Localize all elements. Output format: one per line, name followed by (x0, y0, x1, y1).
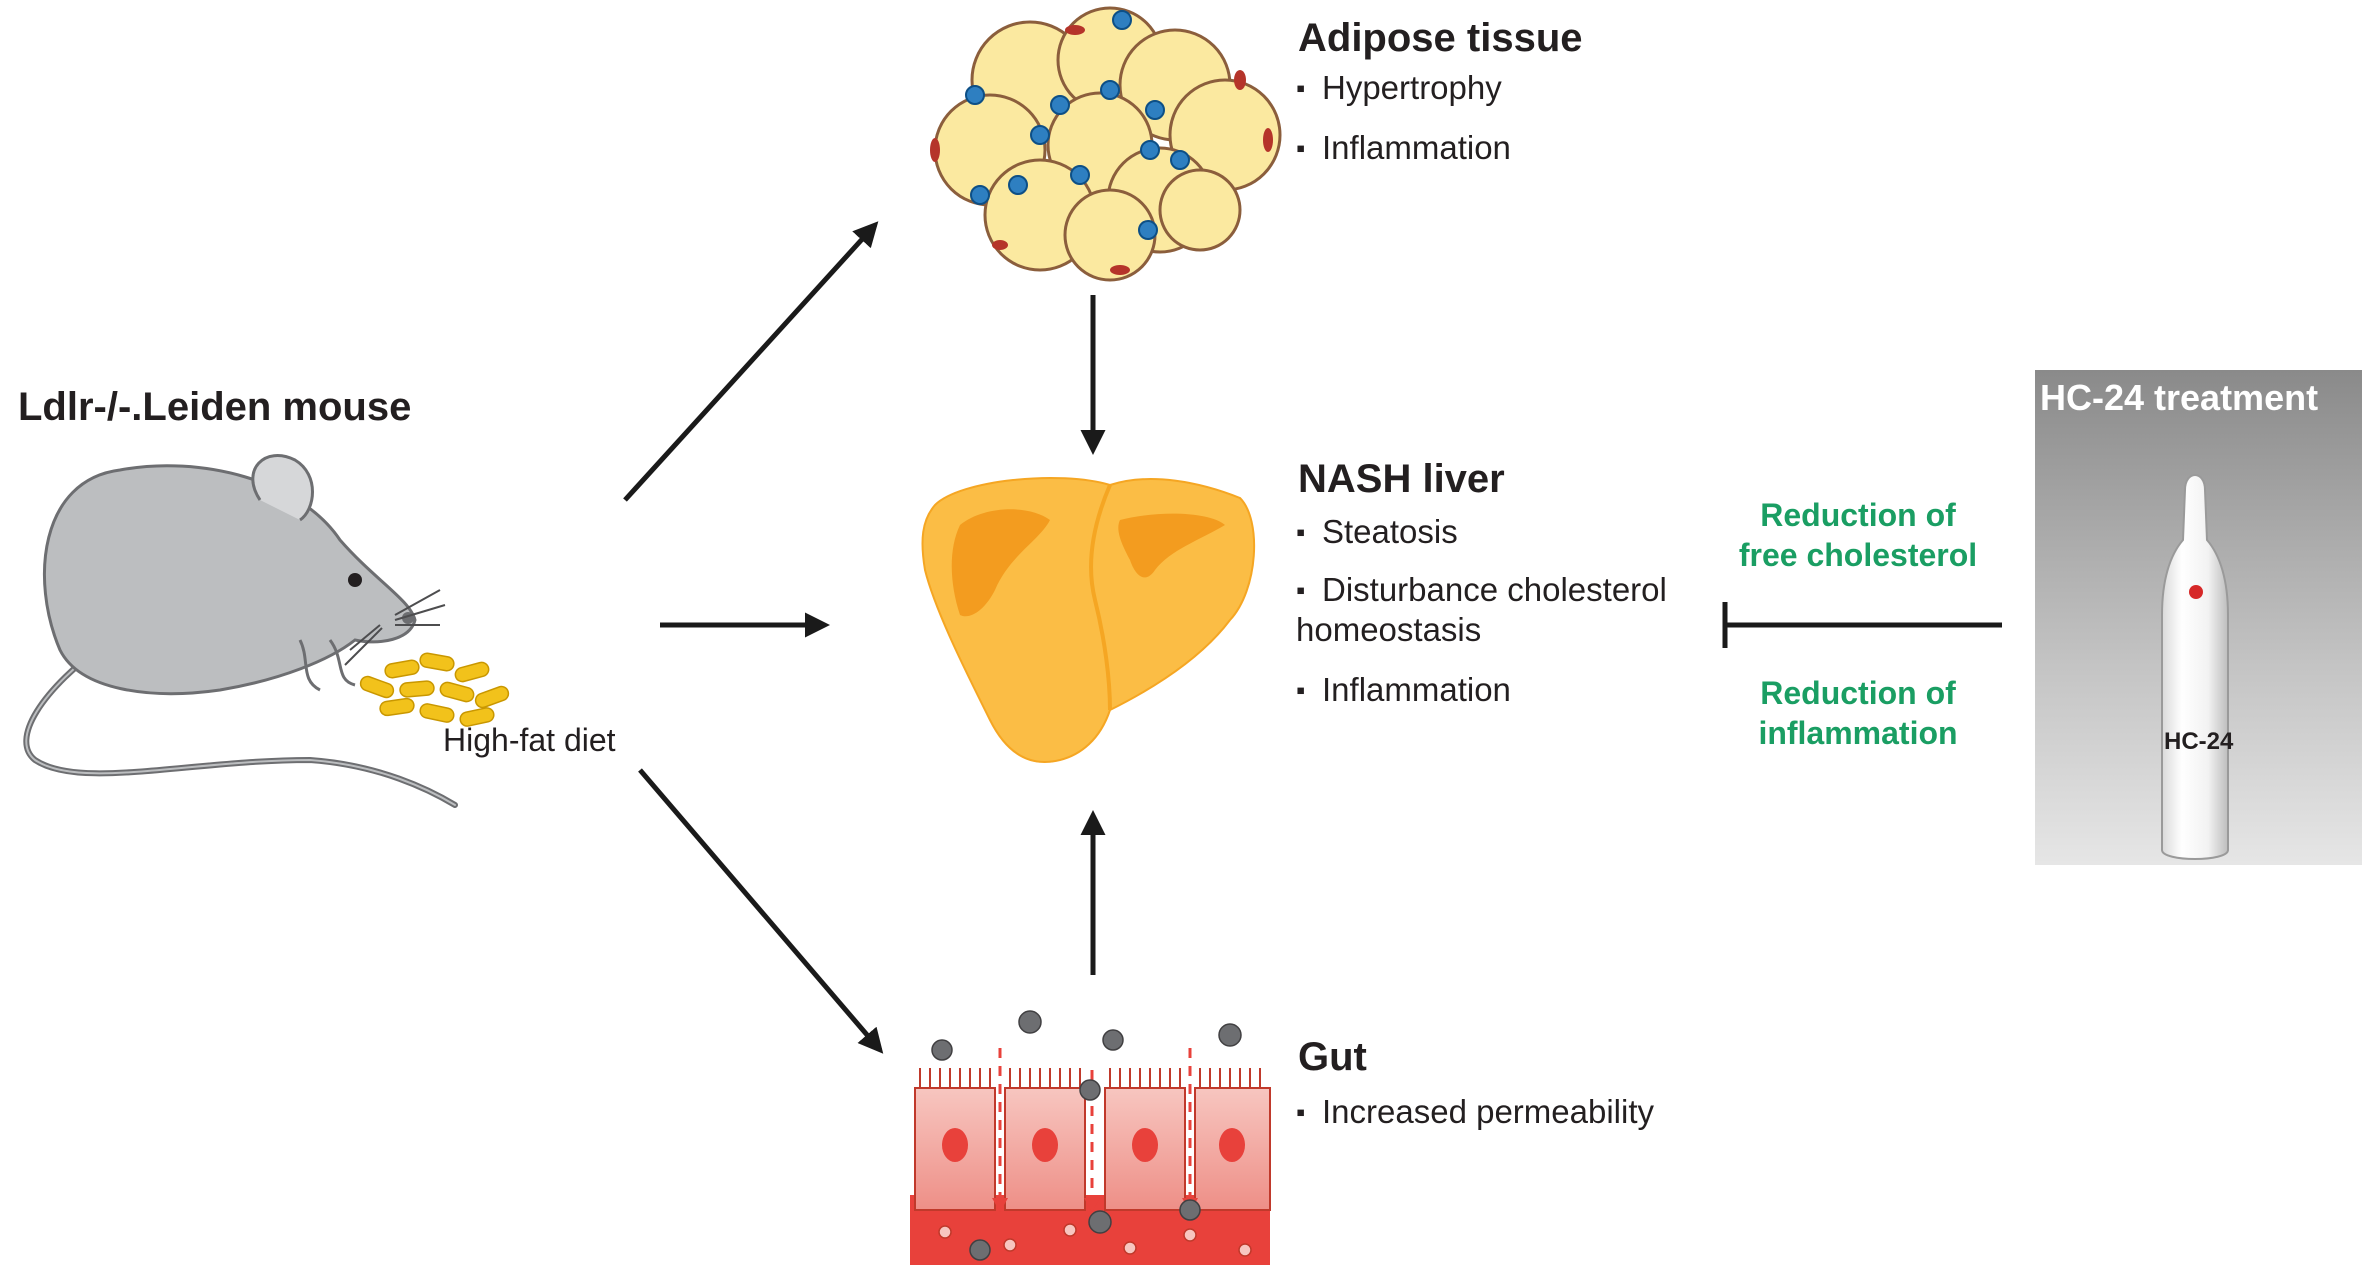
arrows (623, 221, 2002, 1054)
adipose-red-spots (930, 25, 1273, 275)
adipose-item-hypertrophy: Hypertrophy (1296, 68, 1502, 108)
liver-item-inflammation: Inflammation (1296, 670, 1511, 710)
effect-free-cholesterol: Reduction of free cholesterol (1728, 495, 1988, 575)
liver-item-steatosis: Steatosis (1296, 512, 1458, 552)
mouse-title: Ldlr-/-.Leiden mouse (18, 385, 412, 429)
adipose-tissue-illustration (933, 6, 1282, 282)
nash-liver-illustration (921, 477, 1256, 763)
effect-1-line-2: free cholesterol (1738, 537, 1978, 573)
effect-2-line-1: Reduction of (1760, 675, 1956, 711)
hc24-treatment-title: HC-24 treatment (2040, 377, 2319, 418)
bacteria-particles (931, 1010, 1242, 1261)
effect-2-line-2: inflammation (1758, 715, 1958, 751)
hc24-treatment-panel (2035, 370, 2362, 865)
arrow-mouse-to-gut (638, 768, 884, 1054)
gut-illustration (910, 1010, 1271, 1265)
arrow-mouse-to-adipose (623, 221, 879, 502)
macrophage-markers (965, 10, 1190, 240)
hc24-vial-label: HC-24 (2164, 728, 2234, 755)
hc24-vial (2161, 474, 2229, 860)
effect-inflammation: Reduction of inflammation (1728, 673, 1988, 753)
gut-title: Gut (1298, 1035, 1367, 1079)
adipose-title: Adipose tissue (1298, 16, 1583, 60)
adipose-item-inflammation: Inflammation (1296, 128, 1511, 168)
liver-item-cholesterol: Disturbance cholesterol homeostasis (1296, 570, 1736, 649)
high-fat-diet-pellets (359, 652, 510, 727)
liver-title: NASH liver (1298, 457, 1505, 501)
diet-label: High-fat diet (443, 722, 616, 758)
gut-item-permeability: Increased permeability (1296, 1092, 1654, 1132)
mouse-illustration (23, 454, 458, 808)
effect-1-line-1: Reduction of (1760, 497, 1956, 533)
